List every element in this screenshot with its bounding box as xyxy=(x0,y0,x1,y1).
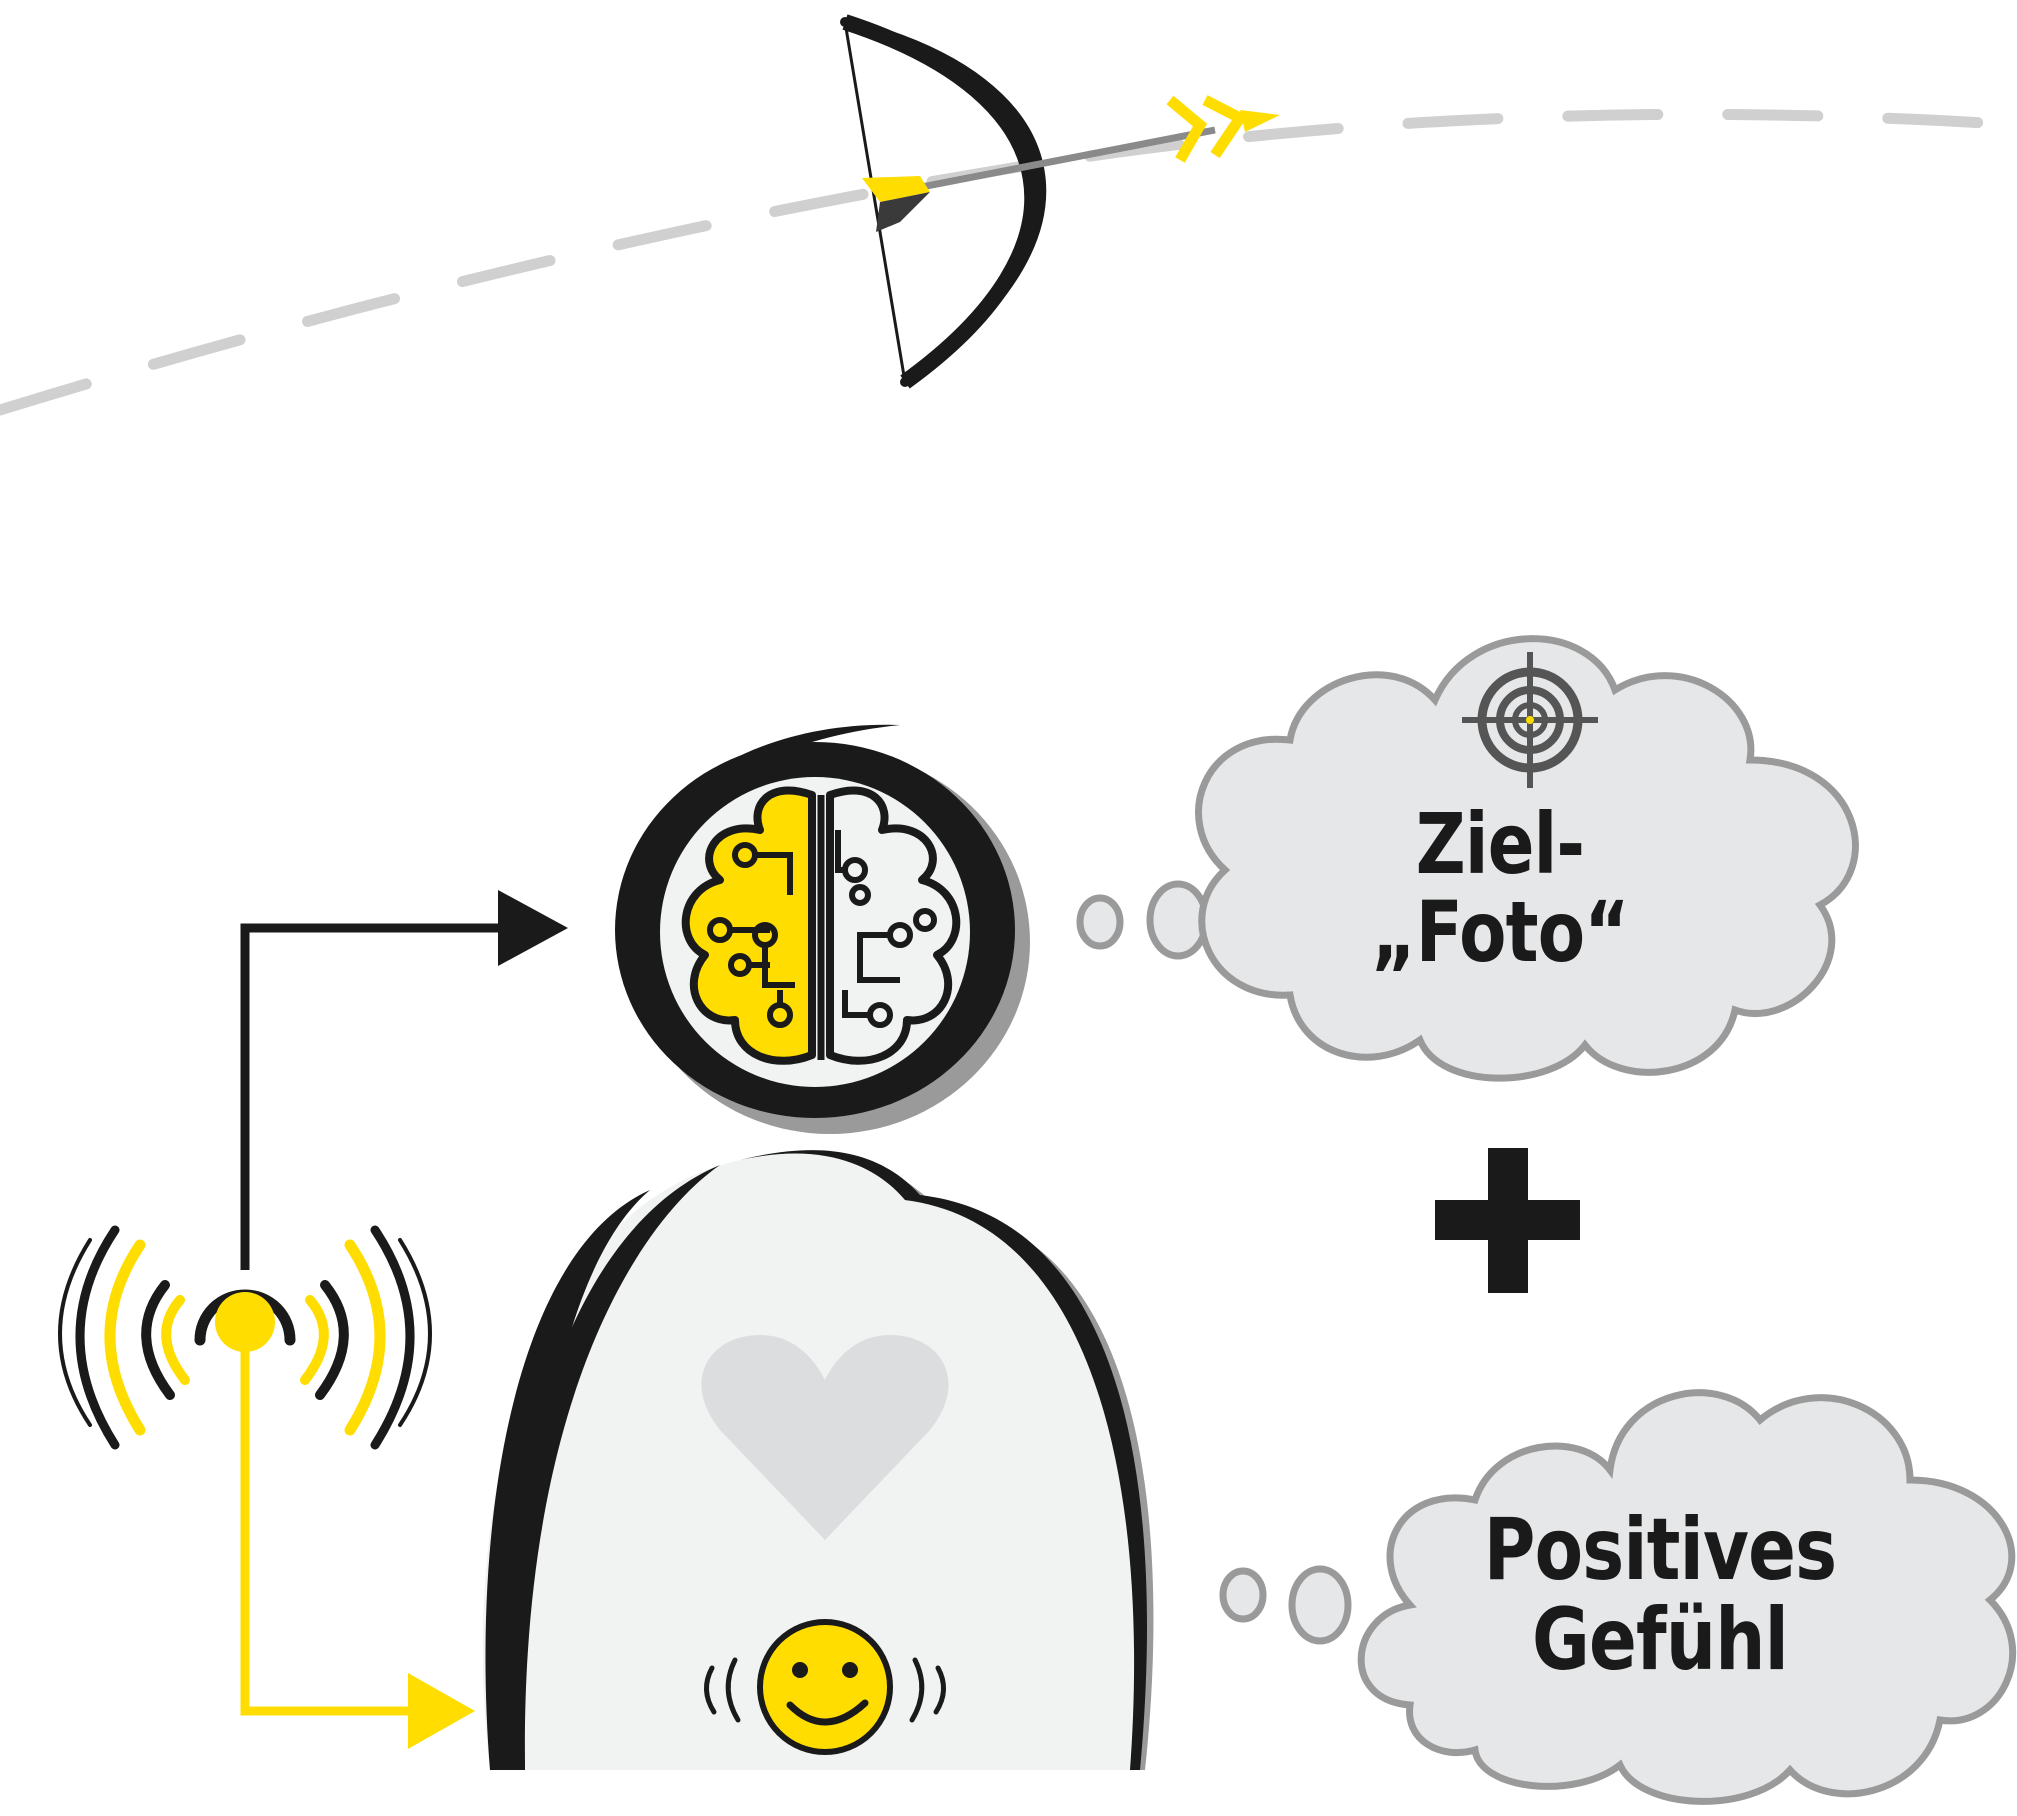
brain-circuit-icon xyxy=(686,790,957,1060)
feeling-label-line2: Gefühl xyxy=(1480,1595,1841,1685)
feeling-cloud-label: Positives Gefühl xyxy=(1480,1505,1841,1686)
goal-label-line1: Ziel- xyxy=(1361,800,1640,888)
thought-bubbles-goal xyxy=(1080,884,1206,956)
bow-and-arrow-icon xyxy=(840,17,1280,387)
plus-icon xyxy=(1435,1148,1580,1293)
feeling-label-line1: Positives xyxy=(1480,1505,1841,1595)
goal-label-line2: „Foto“ xyxy=(1361,888,1640,976)
heart-connector-arrow xyxy=(245,1330,475,1749)
goal-cloud-label: Ziel- „Foto“ xyxy=(1361,800,1640,976)
brain-connector-arrow xyxy=(245,890,568,1270)
thought-bubbles-feeling xyxy=(1223,1569,1348,1641)
